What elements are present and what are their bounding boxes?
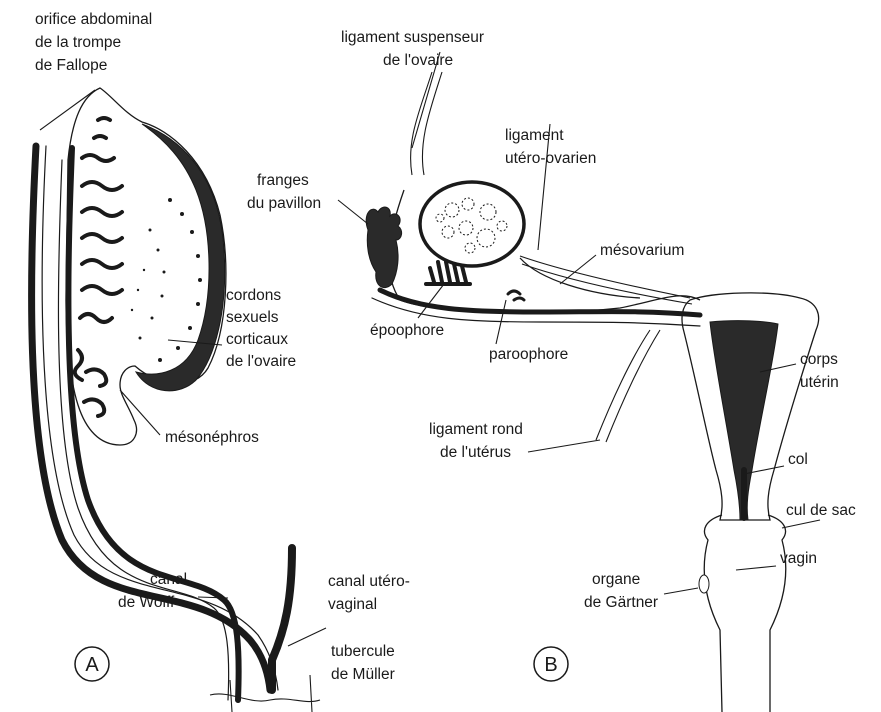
label-cordons: cordons sexuels corticaux de l'ovaire xyxy=(226,287,296,370)
label-col: col xyxy=(788,451,808,468)
leader-lines xyxy=(40,52,820,646)
leader-vagin xyxy=(736,566,776,570)
gartner-organ xyxy=(699,575,709,593)
panel-b-drawing xyxy=(366,72,818,712)
leader-cul-de-sac xyxy=(782,520,820,528)
vagina xyxy=(704,515,786,712)
label-vagin: vagin xyxy=(780,550,817,567)
paroophoron xyxy=(508,291,524,300)
leader-epoophore xyxy=(418,284,444,318)
label-tubercule: tubercule de Müller xyxy=(331,643,399,683)
suspensory-ligament xyxy=(411,72,442,175)
ovary xyxy=(420,182,524,266)
label-cul-de-sac: cul de sac xyxy=(786,502,856,519)
label-gartner: organe de Gärtner xyxy=(584,571,658,611)
utero-vaginal-canal xyxy=(272,548,292,690)
leader-mesonephros xyxy=(120,390,160,435)
labels-panel-a: orifice abdominal de la trompe de Fallop… xyxy=(35,11,414,683)
label-utero-ovarien: ligament utéro-ovarien xyxy=(505,127,596,167)
label-mesovarium: mésovarium xyxy=(600,242,684,259)
gonad-outline xyxy=(66,88,226,445)
ovary-cortex xyxy=(136,124,225,391)
label-franges: franges du pavillon xyxy=(247,172,321,212)
leader-gartner xyxy=(664,588,698,594)
epoophoron xyxy=(426,262,470,284)
mesonephric-tubules xyxy=(75,118,122,416)
label-rond: ligament rond de l'utérus xyxy=(429,421,527,461)
leader-utero-vaginal xyxy=(288,628,326,646)
label-paroophore: paroophore xyxy=(489,346,568,363)
label-suspenseur: ligament suspenseur de l'ovaire xyxy=(341,29,488,69)
leader-orifice xyxy=(40,90,95,130)
label-utero-vaginal: canal utéro- vaginal xyxy=(328,573,414,613)
panel-a-marker: A xyxy=(85,654,99,676)
fimbriae xyxy=(366,207,401,288)
fallopian-tube xyxy=(380,290,700,315)
label-corps: corps utérin xyxy=(800,351,842,391)
leader-franges xyxy=(338,200,368,224)
panel-b-marker: B xyxy=(544,654,557,676)
label-epoophore: époophore xyxy=(370,322,444,339)
leader-rond xyxy=(528,440,600,452)
label-mesonephros: mésonéphros xyxy=(165,429,259,446)
utero-ovarian-ligament xyxy=(520,256,692,304)
cortical-cords xyxy=(131,198,202,362)
label-orifice: orifice abdominal de la trompe de Fallop… xyxy=(35,11,157,74)
round-ligament xyxy=(596,330,660,442)
tubercle-base xyxy=(210,675,320,712)
